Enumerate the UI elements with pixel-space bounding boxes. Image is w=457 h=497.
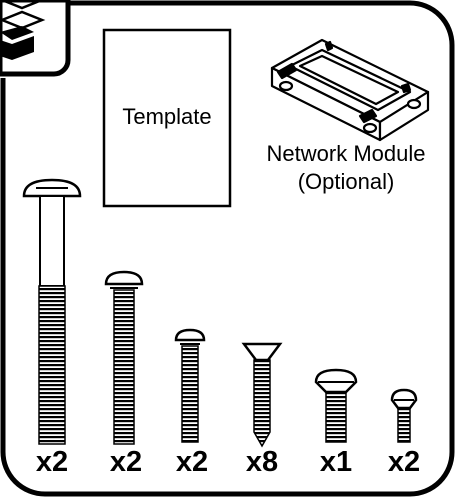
package-box-icon: [0, 0, 71, 77]
network-module-name: Network Module: [266, 141, 426, 166]
quantity-label: x1: [319, 446, 353, 478]
screw-icon: [174, 328, 206, 443]
screw-icon: [314, 368, 358, 443]
quantity-label: x2: [109, 446, 143, 478]
screw-icon: [22, 178, 82, 445]
quantity-label: x2: [35, 446, 69, 478]
template-label: Template: [122, 104, 212, 129]
network-module-icon: [270, 38, 430, 142]
template-sheet: [102, 28, 232, 208]
screw-icon: [241, 342, 283, 448]
screw-icon: [390, 388, 418, 443]
quantity-label: x2: [387, 446, 421, 478]
network-module-label: Network Module (Optional): [240, 140, 452, 196]
quantity-label: x8: [245, 446, 279, 478]
screw-icon: [104, 270, 144, 445]
quantity-label: x2: [175, 446, 209, 478]
network-module-note: (Optional): [297, 169, 395, 194]
